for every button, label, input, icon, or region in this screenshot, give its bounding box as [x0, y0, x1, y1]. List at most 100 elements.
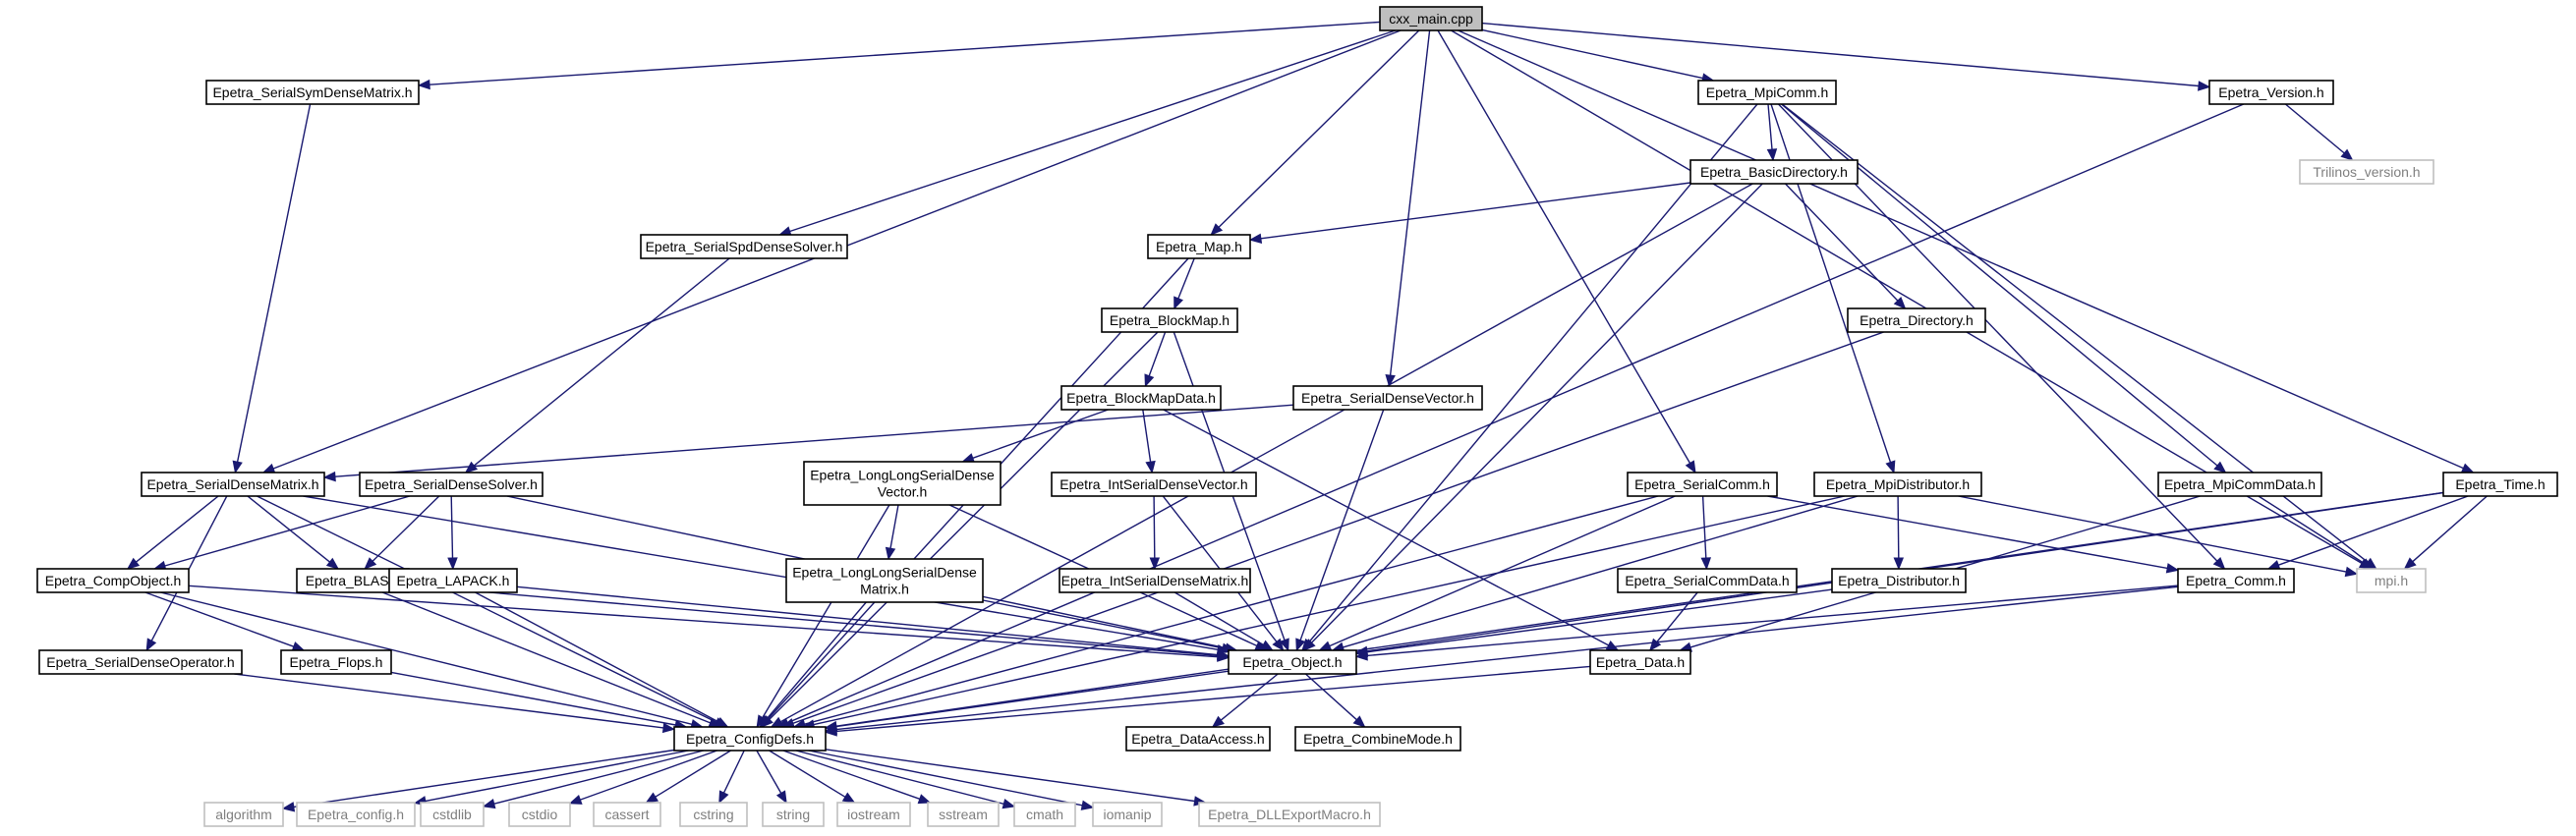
node-cxx-main[interactable]: cxx_main.cpp	[1379, 6, 1483, 31]
node-distributor[interactable]: Epetra_Distributor.h	[1831, 568, 1967, 593]
edge-arrowhead-icon	[291, 641, 306, 651]
node-serial-dense-matrix[interactable]: Epetra_SerialDenseMatrix.h	[141, 472, 325, 497]
node-box[interactable]	[141, 472, 325, 497]
node-block-map-data[interactable]: Epetra_BlockMapData.h	[1060, 385, 1222, 411]
node-object[interactable]: Epetra_Object.h	[1228, 649, 1357, 675]
node-block-map[interactable]: Epetra_BlockMap.h	[1101, 307, 1238, 333]
node-serial-spd-dense-solver[interactable]: Epetra_SerialSpdDenseSolver.h	[640, 234, 848, 259]
edge-config-defs-to-cstdio	[568, 750, 717, 805]
node-combine-mode[interactable]: Epetra_CombineMode.h	[1294, 726, 1461, 752]
node-lapack[interactable]: Epetra_LAPACK.h	[388, 568, 518, 593]
edge-line	[835, 491, 2444, 727]
edge-line	[1781, 103, 2218, 467]
node-box[interactable]	[1101, 307, 1238, 333]
node-mpi-comm-data[interactable]: Epetra_MpiCommData.h	[2157, 472, 2322, 497]
node-box[interactable]	[2177, 568, 2295, 593]
node-box[interactable]	[2442, 472, 2558, 497]
edge-line	[1366, 585, 2179, 657]
node-box[interactable]	[1294, 726, 1461, 752]
node-config-defs[interactable]: Epetra_ConfigDefs.h	[673, 726, 827, 752]
node-box[interactable]	[280, 649, 392, 675]
edge-serial-dense-vector-to-object	[1295, 409, 1385, 652]
node-box[interactable]	[1617, 568, 1798, 593]
edge-arrowhead-icon	[482, 798, 496, 809]
node-mpi-distributor[interactable]: Epetra_MpiDistributor.h	[1813, 472, 1982, 497]
node-box[interactable]	[1125, 726, 1271, 752]
node-label: Epetra_SerialComm.h	[1634, 476, 1770, 492]
node-int-serial-dense-vector[interactable]: Epetra_IntSerialDenseVector.h	[1051, 472, 1257, 497]
node-serial-comm[interactable]: Epetra_SerialComm.h	[1627, 472, 1778, 497]
node-label: Epetra_MpiComm.h	[1706, 84, 1829, 100]
node-box[interactable]	[1627, 472, 1778, 497]
node-directory[interactable]: Epetra_Directory.h	[1847, 307, 1986, 333]
node-box[interactable]	[1813, 472, 1982, 497]
node-box[interactable]	[1228, 649, 1357, 675]
edge-comm-to-object	[1354, 585, 2179, 661]
edge-line	[160, 591, 693, 725]
node-time[interactable]: Epetra_Time.h	[2442, 472, 2558, 497]
edge-int-serial-dense-vector-to-int-serial-dense-matrix	[1149, 495, 1161, 571]
node-serial-comm-data[interactable]: Epetra_SerialCommData.h	[1617, 568, 1798, 593]
node-label: Epetra_ConfigDefs.h	[686, 731, 814, 747]
node-serial-dense-solver[interactable]: Epetra_SerialDenseSolver.h	[359, 472, 544, 497]
node-box[interactable]	[2157, 472, 2322, 497]
node-box[interactable]	[359, 472, 544, 497]
node-box[interactable]	[803, 461, 1002, 506]
node-box[interactable]	[1292, 385, 1483, 411]
node-serial-dense-operator[interactable]: Epetra_SerialDenseOperator.h	[38, 649, 243, 675]
edge-serial-dense-solver-to-comp-object	[152, 495, 411, 571]
edge-arrowhead-icon	[775, 790, 787, 805]
node-data[interactable]: Epetra_Data.h	[1589, 649, 1691, 675]
edge-line	[1389, 29, 1431, 376]
node-box[interactable]	[38, 649, 243, 675]
node-data-access[interactable]: Epetra_DataAccess.h	[1125, 726, 1271, 752]
node-box	[2299, 159, 2434, 185]
edge-line	[782, 750, 921, 800]
node-box[interactable]	[2208, 80, 2334, 105]
node-algorithm: algorithm	[203, 802, 284, 827]
node-serial-sym-dense-matrix[interactable]: Epetra_SerialSymDenseMatrix.h	[205, 80, 420, 105]
node-label: Epetra_BasicDirectory.h	[1700, 164, 1848, 180]
edge-line	[1153, 495, 1156, 559]
node-map[interactable]: Epetra_Map.h	[1147, 234, 1251, 259]
node-box[interactable]	[1589, 649, 1691, 675]
node-comp-object[interactable]: Epetra_CompObject.h	[36, 568, 190, 593]
node-flops[interactable]: Epetra_Flops.h	[280, 649, 392, 675]
node-box[interactable]	[673, 726, 827, 752]
node-version[interactable]: Epetra_Version.h	[2208, 80, 2334, 105]
node-box[interactable]	[1051, 472, 1257, 497]
edge-arrowhead-icon	[2360, 558, 2375, 570]
node-basic-directory[interactable]: Epetra_BasicDirectory.h	[1689, 159, 1859, 185]
node-box	[762, 802, 825, 827]
node-mpi-comm[interactable]: Epetra_MpiComm.h	[1697, 80, 1837, 105]
node-box[interactable]	[1847, 307, 1986, 333]
node-box[interactable]	[1697, 80, 1837, 105]
node-box[interactable]	[785, 558, 984, 603]
node-box[interactable]	[388, 568, 518, 593]
edge-arrowhead-icon	[1149, 557, 1161, 571]
node-box[interactable]	[640, 234, 848, 259]
edge-mpi-comm-data-to-mpi	[2258, 495, 2375, 570]
edge-line	[756, 750, 782, 794]
edge-line	[766, 601, 867, 720]
node-box[interactable]	[36, 568, 190, 593]
node-box[interactable]	[1689, 159, 1859, 185]
node-serial-dense-vector[interactable]: Epetra_SerialDenseVector.h	[1292, 385, 1483, 411]
node-int-serial-dense-matrix[interactable]: Epetra_IntSerialDenseMatrix.h	[1059, 568, 1251, 593]
node-label: cmath	[1026, 807, 1063, 822]
node-box[interactable]	[1379, 6, 1483, 31]
node-box[interactable]	[1147, 234, 1251, 259]
edge-arrowhead-icon	[2198, 81, 2211, 91]
node-box[interactable]	[205, 80, 420, 105]
node-box[interactable]	[1059, 568, 1251, 593]
node-comm[interactable]: Epetra_Comm.h	[2177, 568, 2295, 593]
node-box[interactable]	[1060, 385, 1222, 411]
edge-arrowhead-icon	[568, 795, 583, 805]
node-label: iostream	[847, 807, 900, 822]
node-label: Epetra_SerialDenseVector.h	[1301, 390, 1474, 406]
edge-line	[390, 671, 676, 726]
node-box	[1198, 802, 1381, 827]
node-box[interactable]	[1831, 568, 1967, 593]
